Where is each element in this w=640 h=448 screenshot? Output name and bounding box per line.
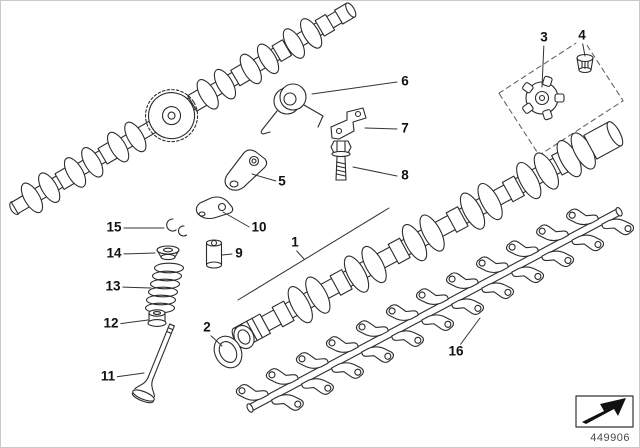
part-callout-3[interactable]: 3 — [538, 29, 550, 46]
valve — [131, 323, 175, 404]
part-callout-7[interactable]: 7 — [399, 120, 411, 137]
camshaft-secondary — [9, 2, 357, 215]
spring-retainer — [156, 245, 180, 261]
hairpin-spring — [260, 83, 324, 135]
direction-arrow-icon — [575, 395, 634, 428]
dashed-install-region — [498, 38, 624, 156]
plug — [576, 53, 594, 74]
part-callout-8[interactable]: 8 — [399, 167, 411, 184]
camshaft-main — [231, 121, 624, 349]
end-seal-rings — [213, 324, 255, 369]
retaining-bracket — [330, 107, 367, 140]
cam-follower-small — [195, 196, 234, 220]
part-callout-10[interactable]: 10 — [249, 219, 269, 236]
sensor-gear — [522, 75, 565, 121]
part-callout-13[interactable]: 13 — [103, 278, 123, 295]
bolt — [330, 140, 352, 181]
part-callout-12[interactable]: 12 — [101, 315, 121, 332]
leader-lines — [114, 39, 586, 378]
part-callout-16[interactable]: 16 — [446, 343, 466, 360]
part-callout-2[interactable]: 2 — [201, 319, 213, 336]
part-callout-15[interactable]: 15 — [104, 219, 124, 236]
part-callout-5[interactable]: 5 — [276, 173, 288, 190]
part-callout-6[interactable]: 6 — [399, 73, 411, 90]
timing-gear — [144, 89, 199, 143]
valve-stem-seal — [147, 309, 167, 327]
valve-keepers — [166, 218, 188, 237]
cam-follower-large — [224, 149, 268, 191]
drawing-number: 449906 — [590, 432, 630, 444]
part-callout-11[interactable]: 11 — [98, 368, 118, 385]
part-callout-4[interactable]: 4 — [576, 27, 588, 44]
part-callout-14[interactable]: 14 — [104, 245, 124, 262]
hydraulic-lifter — [205, 239, 223, 269]
part-callout-1[interactable]: 1 — [289, 234, 301, 251]
rocker-arm-shaft-assembly — [234, 200, 636, 420]
part-callout-9[interactable]: 9 — [233, 245, 245, 262]
